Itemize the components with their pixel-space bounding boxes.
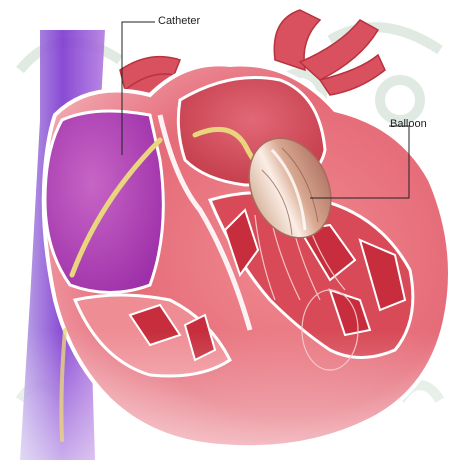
- bottom-fade: [0, 330, 469, 460]
- right-atrium: [45, 111, 163, 293]
- catheter-label: Catheter: [158, 16, 200, 27]
- balloon-label: Balloon: [390, 119, 427, 130]
